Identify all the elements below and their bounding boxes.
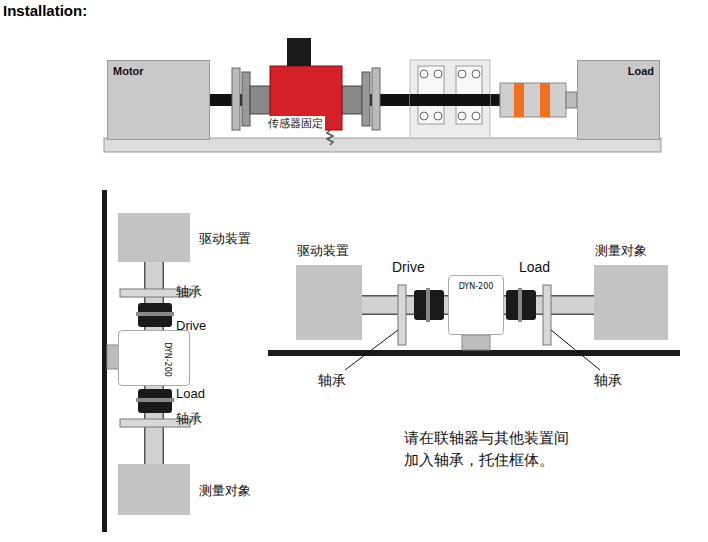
device-box: 测量对象 bbox=[594, 265, 668, 340]
sensor-box: DYN-200 bbox=[448, 275, 504, 335]
node-text: 驱动装置 bbox=[297, 242, 349, 260]
part-label: 传感器固定 bbox=[266, 116, 325, 131]
flange-left bbox=[232, 68, 270, 130]
fixing-pin bbox=[327, 130, 333, 145]
node-text: 测量对象 bbox=[199, 482, 251, 500]
sensor-box: DYN-200 bbox=[118, 330, 190, 386]
shaft-coupling bbox=[500, 83, 577, 117]
device-box: 驱动装置 bbox=[296, 265, 362, 340]
note-text: 请在联轴器与其他装置间 加入轴承，托住框体。 bbox=[404, 428, 580, 472]
leader-line bbox=[345, 330, 600, 370]
part-label: 轴承 bbox=[318, 372, 346, 390]
device-box: Motor bbox=[107, 60, 210, 140]
node-text: Load bbox=[628, 65, 654, 77]
mounting-wall bbox=[102, 190, 107, 532]
node-text: 驱动装置 bbox=[199, 230, 251, 248]
sensor-stand bbox=[462, 335, 490, 350]
node-text: DYN-200 bbox=[163, 342, 172, 377]
part-label: 轴承 bbox=[594, 372, 622, 390]
part-label: Load bbox=[176, 386, 205, 401]
device-box: 驱动装置 bbox=[118, 213, 190, 262]
flange-right bbox=[342, 68, 380, 130]
device-box: 测量对象 bbox=[118, 464, 190, 515]
part-label: Load bbox=[519, 259, 550, 275]
title: Installation: bbox=[3, 2, 87, 19]
part-label: 轴承 bbox=[176, 283, 202, 301]
node-text: 测量对象 bbox=[595, 242, 647, 260]
part-label: 轴承 bbox=[176, 410, 202, 428]
bearing-block bbox=[410, 60, 490, 138]
base-plate bbox=[104, 138, 661, 152]
ground-bar bbox=[268, 350, 680, 356]
device-box: Load bbox=[577, 60, 660, 140]
part-label: Drive bbox=[392, 259, 425, 275]
part-label: Drive bbox=[176, 318, 206, 333]
sensor-connector bbox=[287, 38, 311, 66]
node-text: DYN-200 bbox=[459, 282, 494, 291]
node-text: Motor bbox=[113, 65, 144, 77]
